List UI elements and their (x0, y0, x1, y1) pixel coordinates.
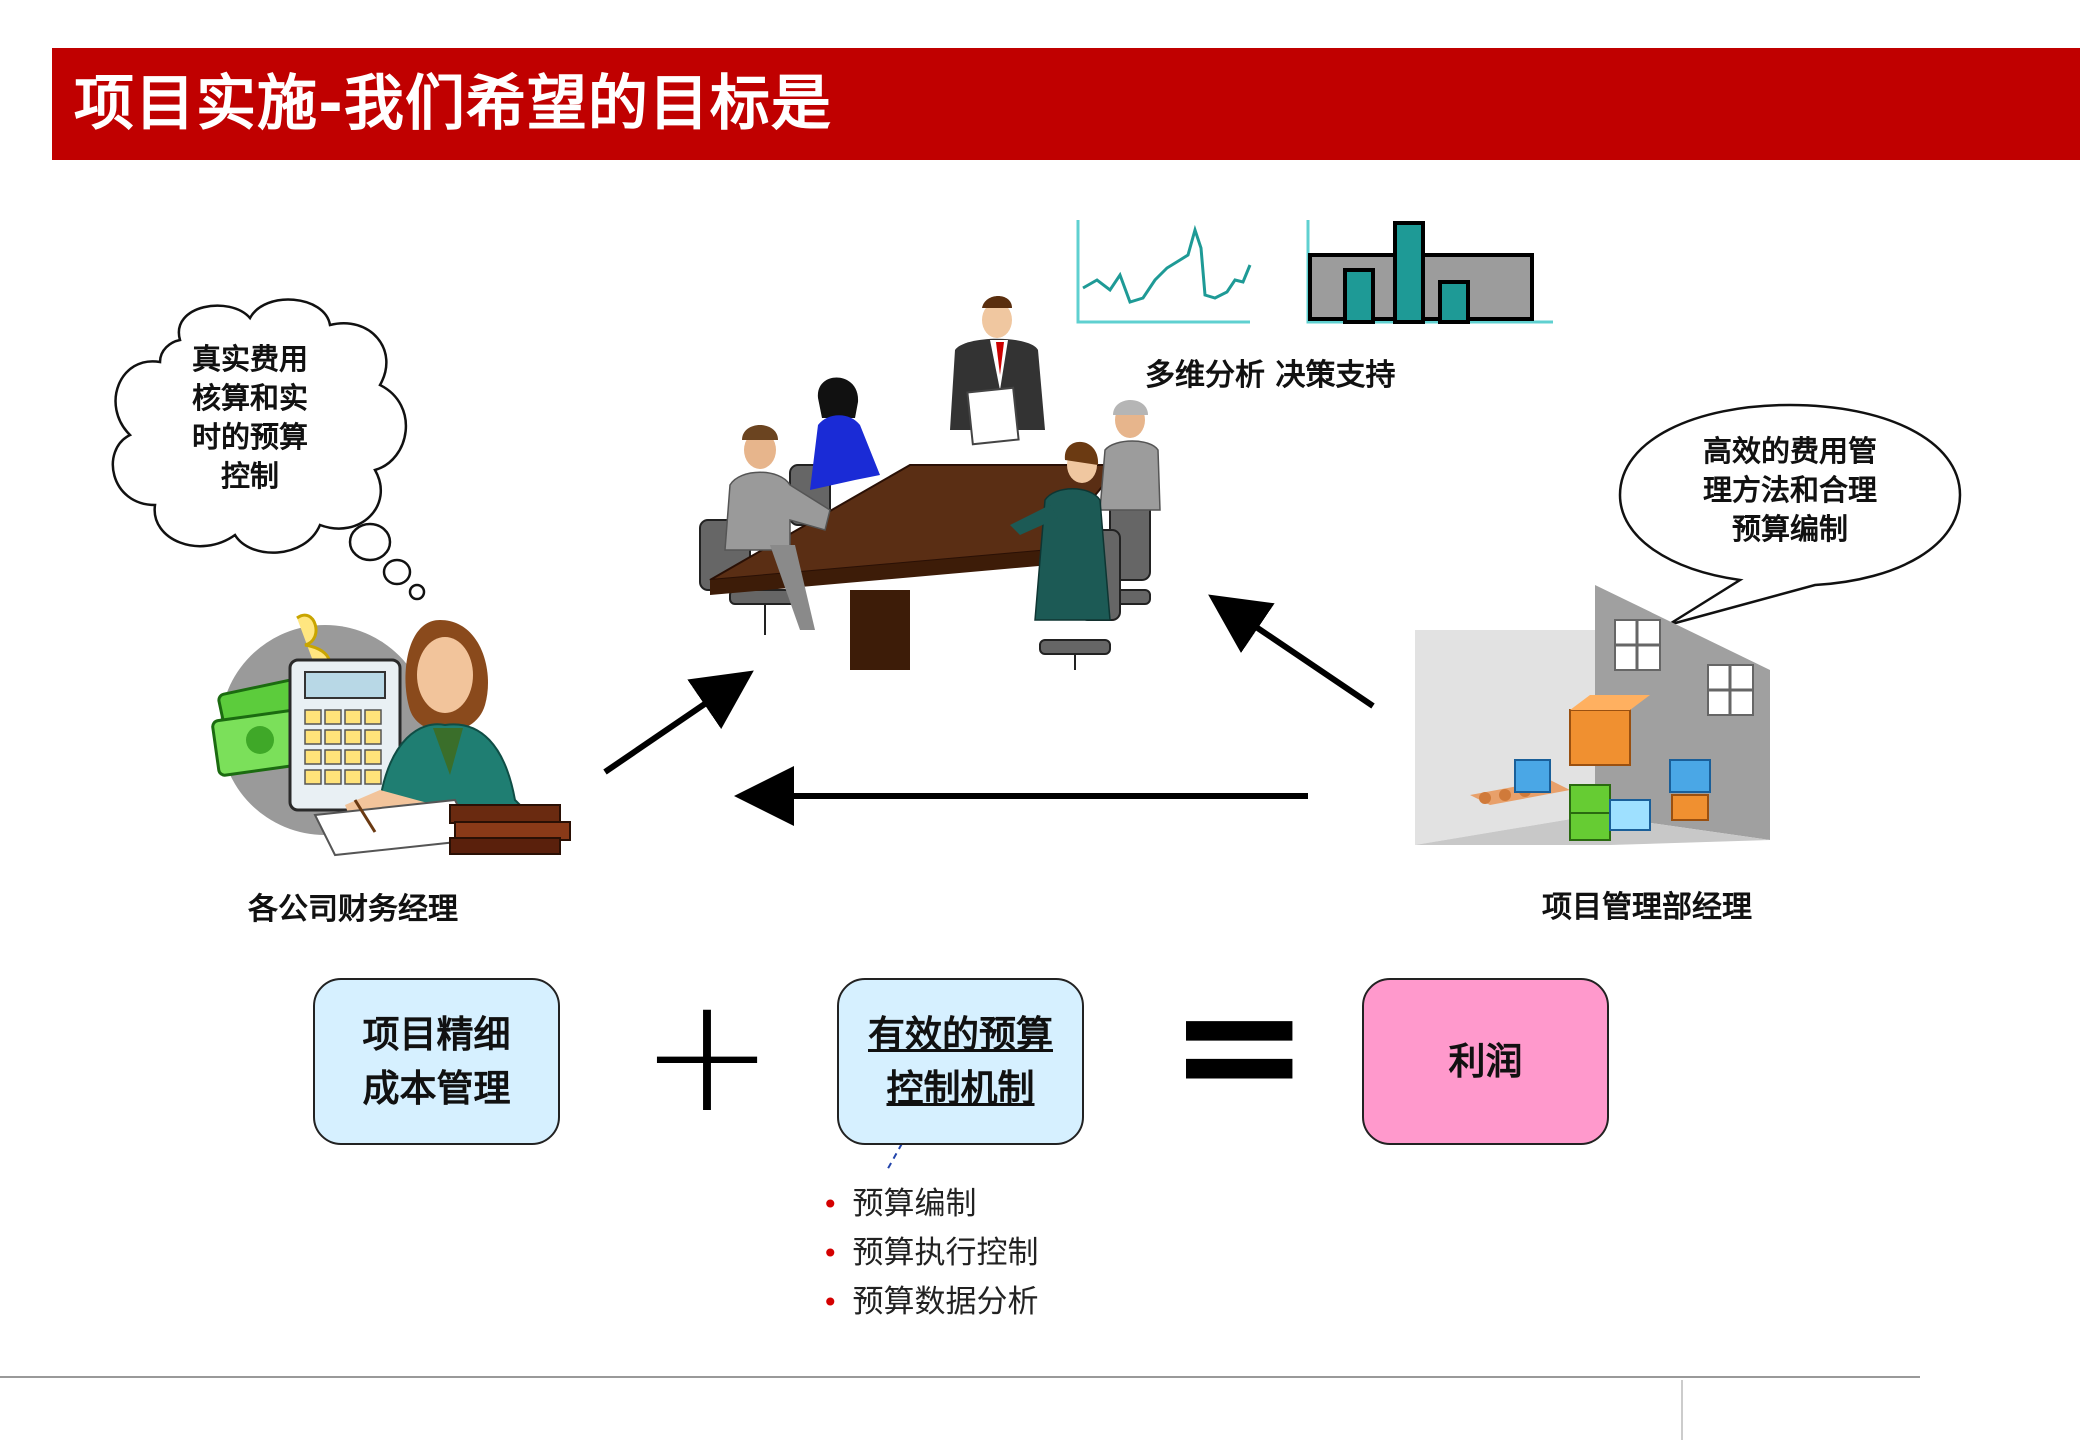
thought-cloud (111, 298, 426, 601)
cost-management-box: 项目精细 成本管理 (313, 978, 560, 1145)
project-manager-label: 项目管理部经理 (1542, 890, 1752, 925)
bullet-icon: • (822, 1237, 839, 1270)
factory-illustration (1415, 585, 1770, 845)
accountant-illustration (211, 613, 571, 857)
thought-line: 控制 (220, 459, 279, 493)
plus-sign: + (640, 961, 775, 1148)
thought-line: 核算和实 (191, 381, 308, 415)
speech-bubble-text: 高效的费用管 理方法和合理 预算编制 (1640, 432, 1940, 549)
thought-line: 真实费用 (191, 342, 308, 376)
bullet-icon: • (822, 1188, 839, 1221)
analysis-label: 多维分析 决策支持 (1145, 358, 1396, 393)
speech-bubble (1618, 403, 1962, 627)
bullet-text: 预算编制 (852, 1186, 977, 1222)
box-line: 项目精细 (362, 1012, 511, 1056)
list-item: • 预算数据分析 (822, 1278, 1039, 1327)
bar-chart-icon (1306, 220, 1553, 324)
list-item: • 预算执行控制 (822, 1229, 1039, 1278)
box-line: 控制机制 (886, 1066, 1035, 1110)
speech-line: 预算编制 (1731, 512, 1848, 546)
box-line: 成本管理 (362, 1066, 511, 1110)
equals-sign: = (1168, 946, 1311, 1144)
speech-line: 理方法和合理 (1702, 473, 1877, 507)
box-line: 利润 (1448, 1039, 1523, 1083)
meeting-illustration (699, 296, 1161, 670)
speech-line: 高效的费用管 (1702, 434, 1877, 468)
bullet-text: 预算数据分析 (852, 1284, 1039, 1320)
profit-box: 利润 (1362, 978, 1609, 1145)
title-bar: 项目实施-我们希望的目标是 (52, 48, 2080, 160)
box-line: 有效的预算 (868, 1012, 1053, 1056)
page-title: 项目实施-我们希望的目标是 (74, 69, 832, 139)
thought-line: 时的预算 (191, 420, 308, 454)
finance-manager-label: 各公司财务经理 (248, 892, 458, 927)
budget-control-box: 有效的预算 控制机制 (837, 978, 1084, 1145)
bullet-icon: • (822, 1286, 839, 1319)
thought-bubble-text: 真实费用 核算和实 时的预算 控制 (150, 340, 350, 496)
bullet-text: 预算执行控制 (852, 1235, 1039, 1271)
budget-bullets: • 预算编制 • 预算执行控制 • 预算数据分析 (822, 1180, 1039, 1327)
line-chart-icon (1076, 220, 1252, 324)
list-item: • 预算编制 (822, 1180, 1039, 1229)
